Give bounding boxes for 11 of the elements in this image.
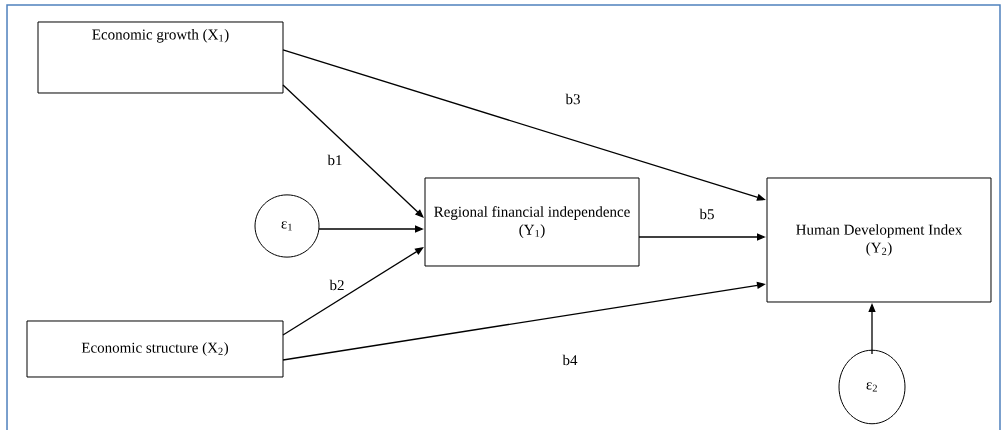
variable-box: Regional financial independence (Y$_{1}$): [424, 177, 640, 267]
edge-label: b2: [328, 278, 346, 292]
arrow: [282, 84, 424, 218]
variable-box: Economic structure (X$_{2}$): [26, 320, 284, 378]
arrow: [282, 247, 424, 336]
variable-box: Economic growth (X$_{1}$): [37, 21, 284, 94]
edge-label: b5: [698, 207, 716, 221]
edge-label: b4: [561, 353, 579, 367]
edge-label: b1: [326, 153, 344, 167]
variable-box: Human Development Index (Y$_{2}$): [766, 177, 992, 303]
edge-label: b3: [564, 92, 582, 106]
